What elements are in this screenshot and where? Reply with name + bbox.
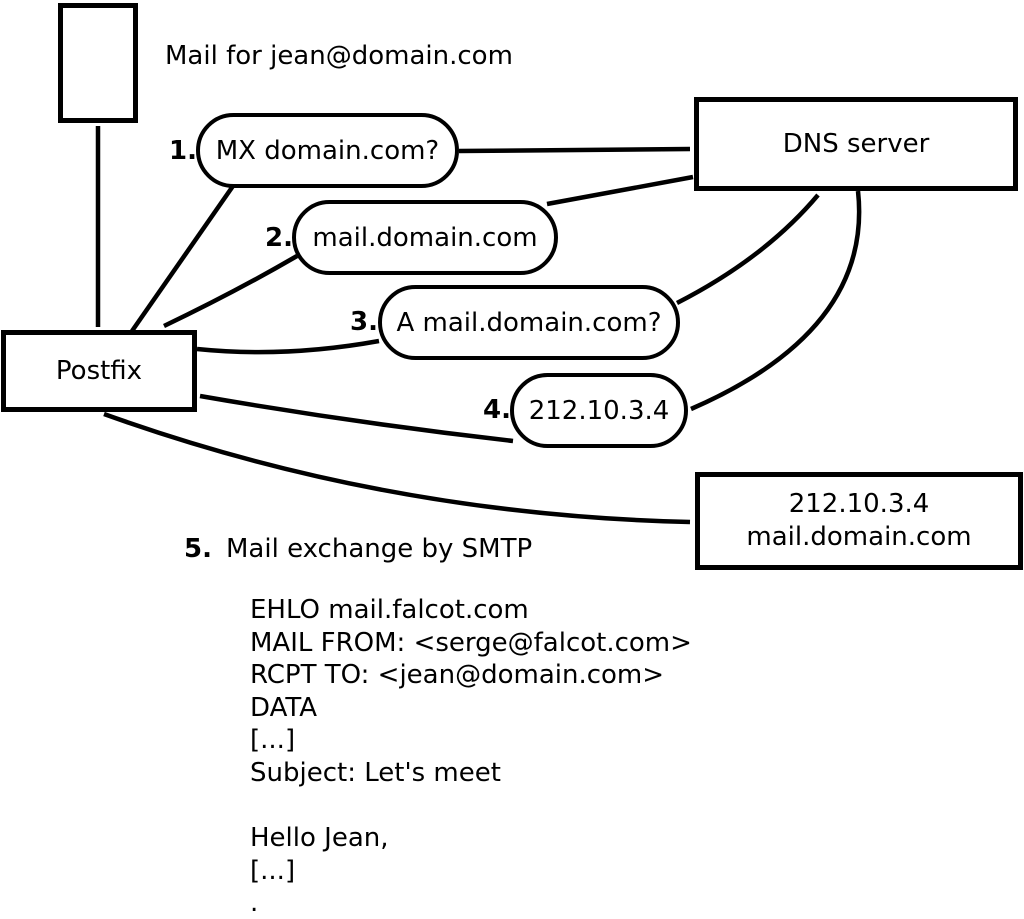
line-mx-query-tail-to-postfix [130, 184, 235, 333]
sender-mail-label: Mail for jean@domain.com [165, 41, 513, 71]
arrow-mx-query-to-dns [458, 146, 691, 154]
step1-mx-query-pill: MX domain.com? [196, 113, 459, 188]
step4-a-answer-pill: 212.10.3.4 [510, 373, 688, 448]
mail-message-shape [58, 3, 138, 123]
step4-number: 4. [483, 395, 511, 425]
smtp-transcript-line: . [250, 888, 259, 919]
smtp-transcript: EHLO mail.falcot.com MAIL FROM: <serge@f… [250, 594, 692, 919]
step1-mx-query-label: MX domain.com? [215, 135, 440, 166]
mail-server-ip-label: 212.10.3.4 [788, 489, 930, 519]
step3-a-query-pill: A mail.domain.com? [378, 285, 680, 360]
arrow-mx-answer-to-postfix [163, 254, 299, 329]
line-dns-to-a-answer [690, 190, 862, 412]
postfix-box-label: Postfix [55, 355, 143, 386]
mail-server-box: 212.10.3.4 mail.domain.com [695, 472, 1023, 570]
smtp-transcript-line: RCPT TO: <jean@domain.com> [250, 660, 665, 691]
dns-server-box: DNS server [694, 97, 1018, 191]
smtp-transcript-line: EHLO mail.falcot.com [250, 595, 529, 625]
step2-mx-answer-pill: mail.domain.com [292, 200, 558, 275]
smtp-transcript-line: Subject: Let's meet [250, 757, 501, 788]
arrow-postfix-to-mail-server [103, 411, 691, 525]
smtp-transcript-line: DATA [250, 692, 317, 723]
dns-server-box-label: DNS server [782, 128, 930, 159]
smtp-transcript-line: Hello Jean, [250, 823, 389, 854]
step2-mx-answer-label: mail.domain.com [312, 222, 538, 253]
step5-number: 5. [184, 534, 212, 564]
smtp-transcript-line [250, 790, 692, 823]
smtp-transcript-line: [...] [250, 855, 296, 886]
line-dns-to-mx-answer [546, 174, 694, 207]
mail-server-host-label: mail.domain.com [746, 522, 972, 552]
step3-number: 3. [350, 307, 378, 337]
arrow-a-answer-to-postfix [199, 393, 514, 444]
step1-number: 1. [169, 136, 197, 166]
postfix-box: Postfix [1, 330, 197, 412]
step5-smtp-label: Mail exchange by SMTP [226, 534, 533, 564]
smtp-transcript-line: MAIL FROM: <serge@falcot.com> [250, 627, 692, 658]
step4-a-answer-label: 212.10.3.4 [528, 395, 670, 426]
arrow-a-query-to-dns [675, 193, 820, 306]
step2-number: 2. [265, 223, 293, 253]
line-postfix-to-a-query [196, 338, 380, 355]
smtp-transcript-line: [...] [250, 725, 296, 756]
step3-a-query-label: A mail.domain.com? [396, 307, 662, 338]
